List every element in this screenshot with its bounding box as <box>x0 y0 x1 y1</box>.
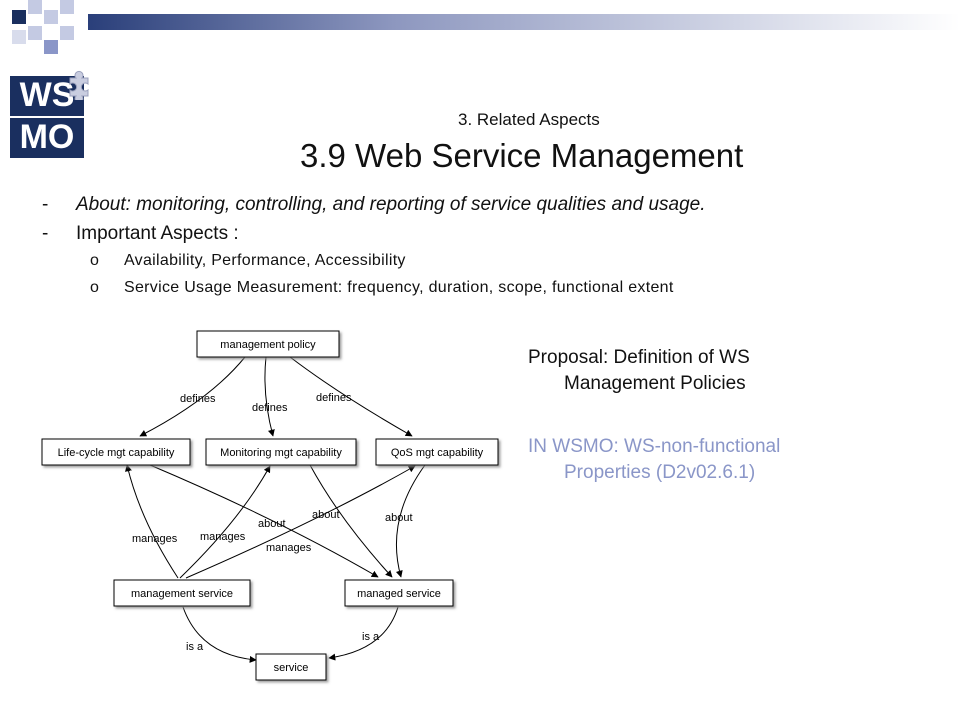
wsmo-note-line-1: IN WSMO: WS-non-functional <box>528 436 781 457</box>
svg-text:management policy: management policy <box>220 339 316 351</box>
edge-about-monitoring <box>309 464 393 578</box>
label-defines-mid: defines <box>252 402 288 414</box>
edge-policy-qos <box>289 356 413 437</box>
wsmo-logo: WS MO <box>6 68 98 158</box>
edge-policy-lifecycle <box>139 356 246 437</box>
sub-bullet-usage: o Service Usage Measurement: frequency, d… <box>90 279 674 297</box>
node-service: service <box>255 653 327 681</box>
proposal-line-2: Management Policies <box>564 373 746 394</box>
edge-isa-managed <box>328 606 399 661</box>
node-lifecycle: Life-cycle mgt capability <box>41 438 191 466</box>
label-manages-1: manages <box>132 533 178 545</box>
edge-about-lifecycle <box>149 464 379 578</box>
svg-text:Life-cycle mgt capability: Life-cycle mgt capability <box>58 447 175 459</box>
label-defines-left: defines <box>180 393 216 405</box>
svg-text:managed service: managed service <box>357 588 441 600</box>
sub-bullet-marker: o <box>90 252 100 269</box>
svg-text:QoS mgt capability: QoS mgt capability <box>391 447 484 459</box>
puzzle-icon <box>69 70 89 100</box>
label-about-1: about <box>258 518 286 530</box>
bullet-about: - About: monitoring, controlling, and rep… <box>42 194 706 216</box>
slide-title: 3.9 Web Service Management <box>300 137 744 174</box>
edge-manages-lifecycle <box>125 464 179 579</box>
logo-mo: MO <box>10 116 84 158</box>
proposal-line-1: Proposal: Definition of WS <box>528 347 750 368</box>
label-defines-right: defines <box>316 392 352 404</box>
header-gradient-bar <box>12 0 960 54</box>
label-isa-right: is a <box>362 631 380 643</box>
bullet-text: About: monitoring, controlling, and repo… <box>76 194 706 215</box>
sub-bullet-marker: o <box>90 279 100 296</box>
node-managed-service: managed service <box>344 579 454 607</box>
edge-about-qos <box>395 464 426 578</box>
header-decoration <box>0 0 960 58</box>
wsmo-note-text: IN WSMO: WS-non-functional Properties (D… <box>528 436 868 484</box>
label-about-2: about <box>312 509 340 521</box>
svg-text:Monitoring mgt capability: Monitoring mgt capability <box>220 447 342 459</box>
bullet-marker: - <box>42 194 49 215</box>
bullet-marker: - <box>42 223 49 244</box>
node-management-service: management service <box>113 579 251 607</box>
wsmo-note-line-2: Properties (D2v02.6.1) <box>564 462 756 483</box>
edge-manages-monitoring <box>179 465 271 579</box>
proposal-text: Proposal: Definition of WS Management Po… <box>528 347 848 395</box>
node-policy: management policy <box>196 330 340 358</box>
node-qos: QoS mgt capability <box>375 438 499 466</box>
svg-text:management service: management service <box>131 588 233 600</box>
node-monitoring: Monitoring mgt capability <box>205 438 357 466</box>
sub-bullet-availability: o Availability, Performance, Accessibilit… <box>90 252 406 270</box>
bullet-important-aspects: - Important Aspects : <box>42 223 239 245</box>
label-manages-3: manages <box>266 542 312 554</box>
label-about-3: about <box>385 512 413 524</box>
sub-bullet-text: Service Usage Measurement: frequency, du… <box>124 279 674 296</box>
edge-policy-monitoring <box>264 356 275 437</box>
svg-text:service: service <box>274 662 309 674</box>
edge-manages-qos <box>185 465 416 579</box>
label-manages-2: manages <box>200 531 246 543</box>
label-isa-left: is a <box>186 641 204 653</box>
edge-isa-mgmt <box>182 606 257 663</box>
diagram-edges <box>125 356 426 663</box>
sub-bullet-text: Availability, Performance, Accessibility <box>124 252 406 269</box>
bullet-text: Important Aspects : <box>76 223 239 244</box>
section-subtitle: 3. Related Aspects <box>458 110 600 129</box>
